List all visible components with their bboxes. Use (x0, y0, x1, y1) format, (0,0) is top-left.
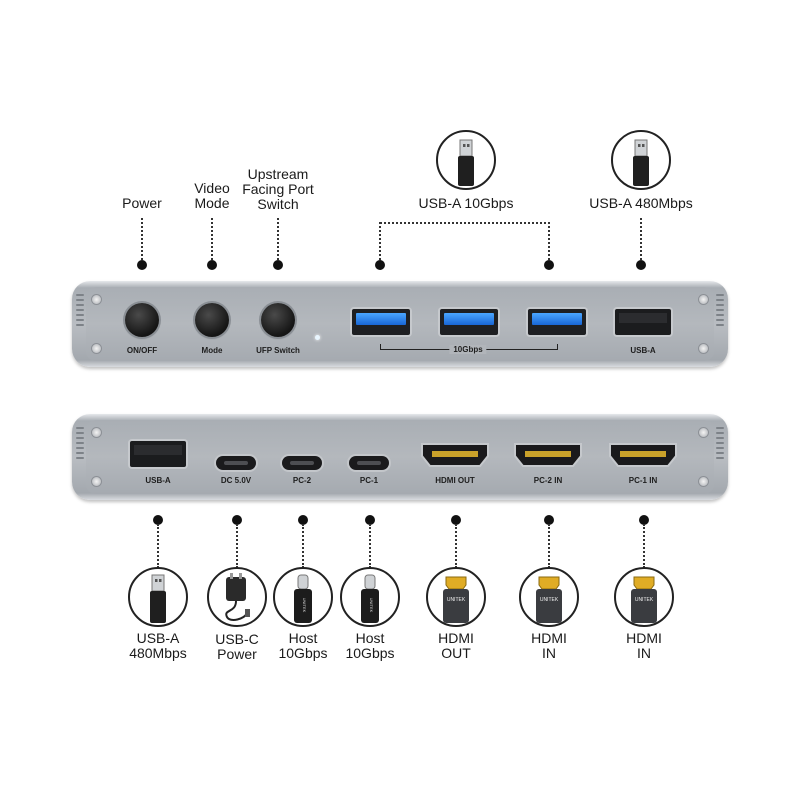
usb-c-plug-icon: UNITEK (340, 567, 400, 627)
unitek-logo: UNITEK (369, 598, 374, 613)
leader (455, 524, 457, 568)
host-10gbps-label-2: Host 10Gbps (345, 630, 395, 661)
pc1-in-text: PC-1 IN (628, 476, 658, 485)
hdmi-plug-icon: UNITEK (519, 567, 579, 627)
ufp-switch-label: Upstream Facing Port Switch (242, 166, 314, 212)
usb-a-10gbps-port-1[interactable] (352, 309, 410, 335)
gbps-text: 10Gbps (449, 345, 487, 354)
rear-panel: USB-A DC 5.0V PC-2 PC-1 HDMI OUT PC-2 IN… (72, 414, 728, 500)
panel-vent-left (74, 291, 86, 357)
leader (548, 524, 550, 568)
panel-vent-left (74, 424, 86, 490)
screw (92, 477, 101, 486)
usb10g-dot-right (544, 260, 554, 270)
leader (157, 524, 159, 568)
pc1-dot (365, 515, 375, 525)
power-dot (137, 260, 147, 270)
usb-a-10gbps-port-2[interactable] (440, 309, 498, 335)
power-button[interactable] (125, 303, 159, 337)
unitek-logo: UNITEK (635, 597, 654, 603)
host-10gbps-label-1: Host 10Gbps (278, 630, 328, 661)
on-off-text: ON/OFF (126, 346, 158, 355)
hdmi-out-port[interactable] (420, 442, 490, 468)
screw (92, 428, 101, 437)
unitek-logo: UNITEK (302, 598, 307, 613)
usb-a-plug-icon (611, 130, 671, 190)
screw (699, 477, 708, 486)
usb-a-plug-icon (128, 567, 188, 627)
ufp-switch-text: UFP Switch (256, 346, 300, 355)
screw (699, 428, 708, 437)
usb-c-plug-icon: UNITEK (273, 567, 333, 627)
leader (302, 524, 304, 568)
panel-vent-right (714, 291, 726, 357)
video-mode-label: Video Mode (194, 180, 230, 211)
usb480-dot (636, 260, 646, 270)
pc1-usb-c-port[interactable] (349, 456, 389, 470)
usb-a-text-front: USB-A (630, 346, 656, 355)
dc-text: DC 5.0V (220, 476, 252, 485)
screw (699, 295, 708, 304)
panel-vent-right (714, 424, 726, 490)
hdmi-in-label-1: HDMI IN (531, 630, 567, 661)
ufp-leader (277, 218, 279, 264)
leader (369, 524, 371, 568)
usb-a-480mbps-port-front[interactable] (615, 309, 671, 335)
pc2-in-text: PC-2 IN (533, 476, 563, 485)
mode-leader (211, 218, 213, 264)
usb-a-plug-icon (436, 130, 496, 190)
hdmi-out-dot (451, 515, 461, 525)
hdmi-out-label: HDMI OUT (438, 630, 474, 661)
usb-a-10gbps-label: USB-A 10Gbps (418, 195, 514, 211)
front-panel: ON/OFF Mode UFP Switch 10Gbps USB-A (72, 281, 728, 367)
usb480-leader (640, 218, 642, 264)
usb10g-leader-right (548, 222, 550, 264)
usb-a-10gbps-port-3[interactable] (528, 309, 586, 335)
screw (92, 344, 101, 353)
power-leader (141, 218, 143, 264)
usb-a-480mbps-port-rear[interactable] (130, 441, 186, 467)
usb-a-480mbps-label: USB-A 480Mbps (589, 195, 693, 211)
hdmi-out-text: HDMI OUT (435, 476, 475, 485)
rear-panel-face (86, 420, 714, 494)
dc-5v-usb-c-port[interactable] (216, 456, 256, 470)
hdmi-pc1-in-port[interactable] (608, 442, 678, 468)
unitek-logo: UNITEK (540, 597, 559, 603)
usb10g-dot-left (375, 260, 385, 270)
power-adapter-icon (207, 567, 267, 627)
usb-a-text-rear: USB-A (145, 476, 171, 485)
pc1-in-dot (639, 515, 649, 525)
pc1-text: PC-1 (359, 476, 379, 485)
hdmi-in-label-2: HDMI IN (626, 630, 662, 661)
leader (236, 524, 238, 568)
usb10g-bracket-line (380, 222, 550, 224)
usb10g-leader-left (379, 222, 381, 264)
screw (92, 295, 101, 304)
ufp-dot (273, 260, 283, 270)
status-led (315, 335, 320, 340)
pc2-in-dot (544, 515, 554, 525)
mode-dot (207, 260, 217, 270)
unitek-logo: UNITEK (447, 597, 466, 603)
hdmi-plug-icon: UNITEK (426, 567, 486, 627)
pc2-text: PC-2 (292, 476, 312, 485)
usb-c-power-label: USB-C Power (215, 631, 259, 662)
hdmi-plug-icon: UNITEK (614, 567, 674, 627)
dc-dot (232, 515, 242, 525)
pc2-usb-c-port[interactable] (282, 456, 322, 470)
screw (699, 344, 708, 353)
ufp-switch-button[interactable] (261, 303, 295, 337)
pc2-dot (298, 515, 308, 525)
mode-text: Mode (201, 346, 223, 355)
usb-a-rear-dot (153, 515, 163, 525)
leader (643, 524, 645, 568)
hdmi-pc2-in-port[interactable] (513, 442, 583, 468)
mode-button[interactable] (195, 303, 229, 337)
usb-a-480mbps-bottom-label: USB-A 480Mbps (129, 630, 187, 661)
power-label: Power (122, 195, 162, 211)
